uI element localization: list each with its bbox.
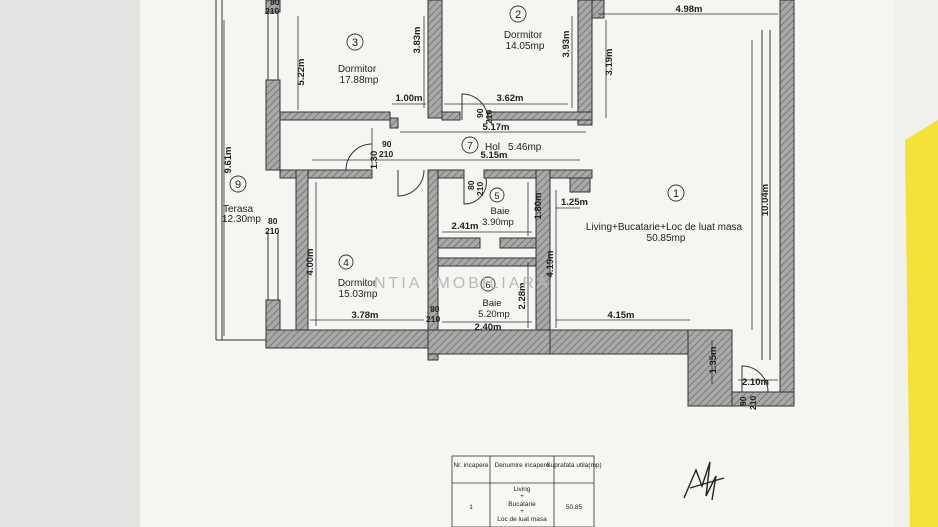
dim-label: 4.15m: [608, 310, 635, 321]
table-header-nr: Nr. incapere: [453, 462, 488, 469]
dim-label: 3.78m: [352, 310, 379, 321]
door-width: 90: [475, 108, 485, 118]
table-cell-area: 50.85: [566, 504, 583, 511]
dim-label: 1.00m: [396, 93, 423, 104]
room-2-name: Dormitor: [504, 30, 543, 41]
room-5-area: 3.90mp: [482, 217, 514, 228]
dim-label: 3.62m: [497, 93, 524, 104]
door-labels: 80 210 90 210 90 210 80 210 80 210 80 21…: [265, 0, 758, 410]
dim-label: 1.25m: [561, 197, 588, 208]
dim-label: 9.61m: [223, 147, 234, 174]
dim-label: 3.93m: [561, 31, 572, 58]
room-6-number: 6: [485, 280, 490, 290]
terrace-outline: [215, 0, 268, 341]
dim-label: 3.83m: [412, 27, 423, 54]
dim-label: 5.17m: [483, 122, 510, 133]
walls: [265, 0, 795, 407]
dim-label: 3.19m: [604, 49, 615, 76]
door-height: 210: [748, 396, 758, 410]
room-7-name: Hol: [485, 142, 500, 153]
table-cell-name-line: +: [520, 508, 524, 515]
watermark: NTIA IMOBILIARĂ: [374, 273, 551, 292]
room-6-area: 5.20mp: [478, 309, 510, 320]
left-sheet: [0, 0, 160, 527]
area-table: Nr. incapere Denumire incapere Suprafata…: [451, 455, 602, 527]
room-1-area: 50.85mp: [647, 233, 686, 244]
dim-label: 5.22m: [296, 59, 307, 86]
room-2-area: 14.05mp: [506, 41, 545, 52]
door-height: 210: [426, 314, 440, 324]
room-4-name: Dormitor: [338, 278, 377, 289]
table-cell-name-line: +: [520, 493, 524, 500]
dim-label: 2.41m: [452, 221, 479, 232]
room-9-number: 9: [235, 179, 241, 191]
room-9-name: Terasa: [223, 204, 253, 215]
table-header-area: Suprafata utila(mp): [546, 462, 601, 469]
door-width: 90: [382, 139, 392, 149]
room-5-name: Baie: [490, 206, 509, 217]
room-4-area: 15.03mp: [339, 289, 378, 300]
yellow-folder: [905, 120, 938, 527]
dimension-lines: [223, 13, 778, 384]
room-3-name: Dormitor: [338, 64, 377, 75]
dim-label: 2.10m: [742, 377, 769, 388]
dim-label: 1.35m: [708, 347, 719, 374]
dim-label: 1.80m: [533, 193, 544, 220]
dim-label: 5.15m: [481, 150, 508, 161]
signature: [683, 461, 725, 501]
door-width: 80: [466, 180, 476, 190]
door-height: 210: [265, 226, 279, 236]
dim-label: 4.00m: [305, 249, 316, 276]
table-header-name: Denumire incapere: [495, 462, 550, 469]
room-4-number: 4: [343, 258, 349, 269]
room-7-number: 7: [467, 141, 473, 152]
dim-label: 2.28m: [517, 283, 528, 310]
door-width: 80: [268, 216, 278, 226]
table-cell-name-line: Loc de luat masa: [497, 516, 547, 523]
dim-label: 4.19m: [545, 251, 556, 278]
room-6-name: Baie: [482, 298, 501, 309]
room-3-number: 3: [352, 37, 358, 49]
door-width: 80: [430, 304, 440, 314]
room-1-name: Living+Bucatarie+Loc de luat masa: [586, 222, 743, 233]
dim-label: 1.30: [369, 151, 380, 170]
dim-label: 4.98m: [676, 4, 703, 15]
door-height: 210: [475, 182, 485, 196]
door-width: 80: [270, 0, 280, 7]
room-1-number: 1: [673, 188, 679, 200]
door-height: 210: [379, 149, 393, 159]
dim-label: 2.40m: [475, 322, 502, 333]
dim-label: 10.04m: [760, 184, 771, 216]
table-cell-name-line: Bucatarie: [508, 501, 536, 508]
room-3-area: 17.88mp: [340, 75, 379, 86]
windows: [267, 12, 771, 360]
door-width: 90: [738, 396, 748, 406]
table-cell-name-line: Living: [514, 486, 531, 493]
door-height: 210: [265, 6, 279, 16]
door-height: 210: [484, 110, 494, 124]
room-5-number: 5: [494, 191, 499, 201]
room-7-area: 5.46mp: [508, 142, 542, 153]
door-swings: [345, 93, 769, 393]
table-cell-nr: 1: [469, 504, 473, 511]
room-circles: [229, 5, 685, 292]
room-2-number: 2: [515, 9, 521, 21]
room-9-area: 12.30mp: [222, 214, 261, 225]
